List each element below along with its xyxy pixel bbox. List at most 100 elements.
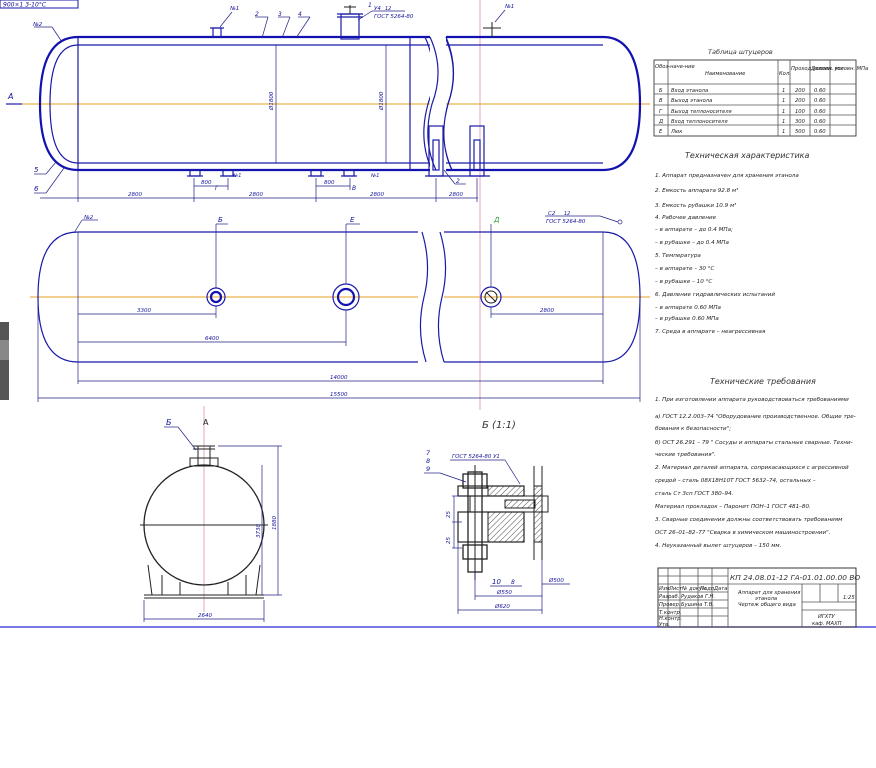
drawing-text-line: – в аппарате – 30 °С — [655, 266, 715, 272]
front-label-5: 5 — [34, 166, 39, 174]
drawing-text-line: 3. Сварные соединения должны соответство… — [655, 517, 843, 523]
drawing-text-line: 500 — [795, 129, 806, 135]
front-nipple-2: №2 — [32, 22, 43, 28]
section-title: Б (1:1) — [482, 420, 516, 431]
tb-org-0: ИГХТУ — [818, 614, 835, 620]
tr-title: Технические требования — [710, 377, 816, 386]
front-label-a: A — [7, 92, 13, 101]
drawing-text-line: 0.60 — [814, 109, 826, 115]
side-tab — [0, 322, 9, 400]
front-diameter-1: Ø1800 — [268, 91, 275, 111]
front-view: Ø1800 Ø1800 A №2 1 2 — [6, 0, 650, 410]
front-label-g: Г — [215, 185, 219, 192]
drawing-text-line: Д — [658, 119, 663, 125]
section-standard: ГОСТ 5264-80 У1 — [452, 454, 500, 460]
drawing-text-line: – в рубашке 0.60 МПа — [655, 316, 719, 322]
drawing-text-line: 5. Температура — [655, 253, 701, 259]
drawing-text-line: – в аппарате – до 0.4 МПа; — [655, 227, 733, 233]
nt-h0: Обоз-наче-ние — [655, 64, 695, 70]
section-label-8: 8 — [426, 457, 430, 465]
drawing-text-line: средой – сталь 08Х18Н10Т ГОСТ 5632–74, о… — [655, 478, 816, 484]
tb-person2: Бушина Т.В. — [681, 602, 714, 608]
drawing-text-line: Г — [659, 109, 663, 115]
side-dim-1: 1880 — [272, 516, 278, 530]
top-dim-2: 6400 — [205, 336, 219, 342]
drawing-text-line: – в рубашке – до 0.4 МПа — [655, 240, 729, 246]
drawing-text-line: В — [659, 98, 663, 104]
tb-role-0: Разраб. — [659, 594, 679, 600]
front-label-v: В — [352, 185, 356, 192]
nt-h1: Наименование — [705, 71, 745, 77]
nt-row-2: Г Выход теплоносителя 1 100 0.60 — [659, 109, 826, 115]
section-dim-25b: 25 — [446, 537, 452, 544]
nt-row-3: Д Вход теплоносителя 1 300 0.60 — [658, 119, 826, 125]
nt-row-0: Б Вход этанола 1 200 0.60 — [659, 88, 826, 94]
side-label-b: Б — [166, 418, 172, 427]
drawing-text-line: 1. При изготовлении аппарата руководство… — [655, 397, 849, 403]
side-tab-light — [0, 340, 9, 360]
front-label-2: 2 — [255, 11, 259, 18]
section-dim-550: Ø550 — [496, 589, 512, 596]
drawing-text-line: 4. Рабочее давление — [655, 215, 717, 221]
tb-col-1: Лист — [668, 586, 683, 592]
tb-name-1: этанола — [755, 596, 777, 602]
section-dim-25a: 25 — [446, 511, 452, 518]
front-nipple-1d: №1 — [370, 173, 379, 179]
tb-col-3: Подп. — [700, 586, 716, 592]
tb-scale: 1:25 — [843, 595, 855, 601]
drawing-text-line: Выход теплоносителя — [671, 109, 732, 115]
drawing-text-line: 1 — [782, 119, 785, 125]
front-weld: У4 — [374, 6, 381, 12]
tb-code: КП 24.08.01-12 ГА-01.01.00.00 ВО — [730, 573, 860, 582]
front-nipple-1c: №1 — [232, 173, 241, 179]
drawing-text-line: 1 — [782, 98, 785, 104]
section-dim-620: Ø620 — [494, 603, 510, 610]
front-dim-4: 800 — [324, 180, 335, 186]
drawing-text-line: 0.60 — [814, 98, 826, 104]
side-view: Б А 1880 3730 2640 — [140, 406, 282, 622]
drawing-text-line: 0.60 — [814, 88, 826, 94]
top-label-d: Д — [493, 216, 500, 224]
top-view: №2 Б Е Д С2 12 ГОСТ 5264-80 3300 6400 28… — [30, 211, 650, 402]
drawing-text-line: 4. Неуказанный вылет штуцеров – 150 мм. — [655, 543, 782, 549]
drawing-text-line: 6. Давление гидравлических испытаний — [655, 292, 775, 298]
drawing-text-line: 100 — [795, 109, 806, 115]
drawing-text-line: 200 — [795, 98, 806, 104]
tb-name-0: Аппарат для хранения — [737, 590, 800, 596]
drawing-text-line: Люк — [670, 129, 683, 135]
tb-role-4: Утв. — [659, 622, 670, 628]
drawing-text-line: Е — [659, 129, 663, 135]
top-weld-size: 12 — [564, 211, 570, 217]
nozzle-table: Таблица штуцеров Обоз-наче-ние Наименова… — [653, 48, 868, 137]
corner-label-box — [0, 0, 79, 9]
top-dim-1: 3300 — [137, 308, 151, 314]
front-dim-1: 2800 — [128, 192, 142, 198]
section-label-9: 9 — [426, 465, 430, 473]
nt-row-1: В Выход этанола 1 200 0.60 — [659, 98, 826, 104]
tb-role-3: Н.контр. — [659, 616, 682, 622]
top-weld: С2 — [548, 211, 556, 217]
drawing-text-line: 1. Аппарат предназначен для хранения эта… — [655, 173, 799, 179]
drawing-text-line: Материал прокладок – Паронит ПОН–1 ГОСТ … — [655, 504, 811, 510]
drawing-text-line: 0.60 — [814, 119, 826, 125]
top-dim-3: 2800 — [540, 308, 554, 314]
front-diameter-2: Ø1800 — [378, 91, 385, 111]
nt-h2: Кол. — [779, 71, 791, 77]
section-b: Б (1:1) 7 8 9 ГОСТ 5264-80 У1 25 25 1 — [424, 420, 570, 614]
tb-person: Рудаков Г.Н. — [681, 594, 715, 600]
front-dim-6: 2800 — [449, 192, 463, 198]
top-label-b: Б — [218, 216, 223, 224]
drawing-text-line: ОСТ 26–01–82–77 "Сварка в химическом маш… — [655, 530, 831, 536]
tech-characteristics: Техническая характеристика 1. Аппарат пр… — [655, 151, 810, 335]
section-label-7: 7 — [426, 449, 431, 457]
front-nipple-1a: №1 — [229, 6, 239, 12]
front-label-1: 1 — [368, 2, 372, 9]
drawing-text-line: 3. Емкость рубашки 10.9 м³ — [655, 202, 737, 209]
tech-requirements: Технические требования 1. При изготовлен… — [655, 377, 856, 549]
tb-col-4: Дата — [713, 586, 727, 592]
side-dim-2: 3730 — [256, 524, 262, 538]
tb-col-0: Изм. — [659, 586, 671, 592]
front-dim-3: 2800 — [249, 192, 263, 198]
side-dim-3: 2640 — [198, 613, 212, 619]
